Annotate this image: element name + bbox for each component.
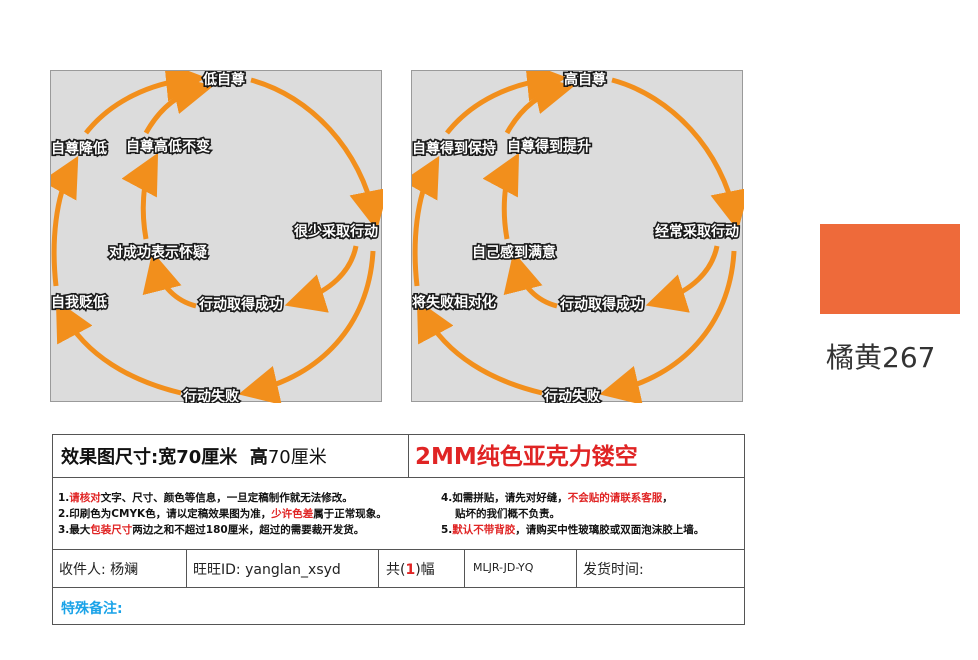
note-4: 4.如需拼贴，请先对好缝，不会贴的请联系客服，: [441, 492, 673, 504]
node-inner-bottom: 行动取得成功: [559, 296, 644, 313]
order-info-table: 效果图尺寸:宽70厘米 高70厘米 2MM纯色亚克力镂空 1.请核对文字、尺寸、…: [52, 434, 745, 625]
node-right: 经常采取行动: [655, 223, 739, 240]
size-height-value: 70厘米: [267, 447, 327, 468]
color-swatch: [820, 224, 960, 314]
divider: [408, 435, 409, 477]
node-inner-top: 自尊得到提升: [507, 138, 591, 155]
arrow-bottom-to-outer-lower-left: [416, 299, 543, 396]
node-outer-lower-left: 将失败相对化: [412, 294, 496, 311]
arrow-inner-bottom-to-inner-left: [503, 251, 558, 309]
node-outer-upper-left: 自尊得到保持: [412, 140, 496, 157]
arrow-inner-bottom-to-inner-left: [142, 251, 197, 309]
arrow-inner-left-to-inner-top: [121, 152, 159, 240]
arrow-right-to-inner-bottom: [645, 245, 720, 313]
node-inner-left: 自己感到满意: [472, 244, 556, 261]
note-2: 2.印刷色为CMYK色，请以定稿效果图为准，少许色差属于正常现象。: [58, 508, 387, 520]
size-label: 效果图尺寸:: [61, 447, 159, 468]
note-3: 3.最大包装尺寸两边之和不超过180厘米，超过的需要裁开发货。: [58, 524, 365, 536]
high-self-esteem-diagram: 高自尊 经常采取行动 行动失败 自尊得到保持 将失败相对化 自尊得到提升 自己感…: [411, 70, 744, 403]
recipient: 收件人: 杨斓: [59, 562, 139, 578]
node-bottom: 行动失败: [182, 388, 240, 403]
size-row: 效果图尺寸:宽70厘米 高70厘米 2MM纯色亚克力镂空: [53, 435, 744, 478]
arrow-outer-lower-left-to-upper-left: [51, 155, 79, 287]
arrow-outer-upper-left-to-top: [445, 71, 567, 135]
arrow-top-to-right: [250, 77, 383, 231]
size-height-prefix: 高: [249, 447, 268, 468]
arrow-inner-top-to-top: [504, 74, 575, 135]
node-outer-upper-left: 自尊降低: [51, 140, 107, 157]
divider: [186, 549, 187, 587]
low-self-esteem-diagram: 低自尊 很少采取行动 行动失败 自尊降低 自我贬低 自尊高低不变 对成功表示怀疑…: [50, 70, 383, 403]
shipping-row: 收件人: 杨斓 旺旺ID: yanglan_xsyd 共(1)幅 MLJR-JD…: [53, 549, 744, 588]
arrow-top-to-right: [611, 77, 744, 231]
arrow-inner-top-to-top: [143, 74, 214, 135]
node-inner-left: 对成功表示怀疑: [109, 244, 207, 261]
size-width: 宽70厘米: [158, 447, 238, 468]
high-cycle-svg: 高自尊 经常采取行动 行动失败 自尊得到保持 将失败相对化 自尊得到提升 自己感…: [412, 71, 744, 403]
node-inner-top: 自尊高低不变: [126, 138, 210, 155]
special-remark: 特殊备注:: [61, 601, 123, 617]
arrow-right-to-inner-bottom: [284, 245, 359, 313]
node-outer-lower-left: 自我贬低: [51, 294, 107, 311]
note-1: 1.请核对文字、尺寸、颜色等信息，一旦定稿制作就无法修改。: [58, 492, 353, 504]
arrow-right-to-bottom: [238, 250, 376, 403]
node-inner-bottom: 行动取得成功: [198, 296, 283, 313]
divider: [464, 549, 465, 587]
material-title: 2MM纯色亚克力镂空: [415, 444, 638, 470]
size-title: 效果图尺寸:宽70厘米 高70厘米: [61, 443, 327, 469]
ship-time: 发货时间:: [583, 562, 644, 578]
notes-block: 1.请核对文字、尺寸、颜色等信息，一旦定稿制作就无法修改。 2.印刷色为CMYK…: [53, 477, 744, 550]
arrow-bottom-to-outer-lower-left: [55, 299, 182, 396]
arrow-inner-left-to-inner-top: [482, 152, 520, 240]
panel-count: 共(1)幅: [386, 562, 435, 578]
wangwang-id: 旺旺ID: yanglan_xsyd: [193, 562, 341, 578]
node-right: 很少采取行动: [294, 223, 378, 240]
low-cycle-svg: 低自尊 很少采取行动 行动失败 自尊降低 自我贬低 自尊高低不变 对成功表示怀疑…: [51, 71, 383, 403]
remark-row: 特殊备注:: [53, 587, 744, 625]
color-swatch-label: 橘黄267: [826, 341, 936, 374]
divider: [576, 549, 577, 587]
arrow-right-to-bottom: [599, 250, 737, 403]
note-4-continued: 贴坏的我们概不负责。: [455, 508, 560, 520]
arrow-outer-upper-left-to-top: [84, 71, 206, 135]
note-5: 5.默认不带背胶，请购买中性玻璃胶或双面泡沫胶上墙。: [441, 524, 705, 536]
arrow-outer-lower-left-to-upper-left: [412, 155, 440, 287]
node-top: 低自尊: [202, 71, 245, 88]
node-top: 高自尊: [564, 71, 606, 88]
divider: [378, 549, 379, 587]
node-bottom: 行动失败: [543, 388, 601, 403]
product-code: MLJR-JD-YQ: [473, 561, 534, 574]
